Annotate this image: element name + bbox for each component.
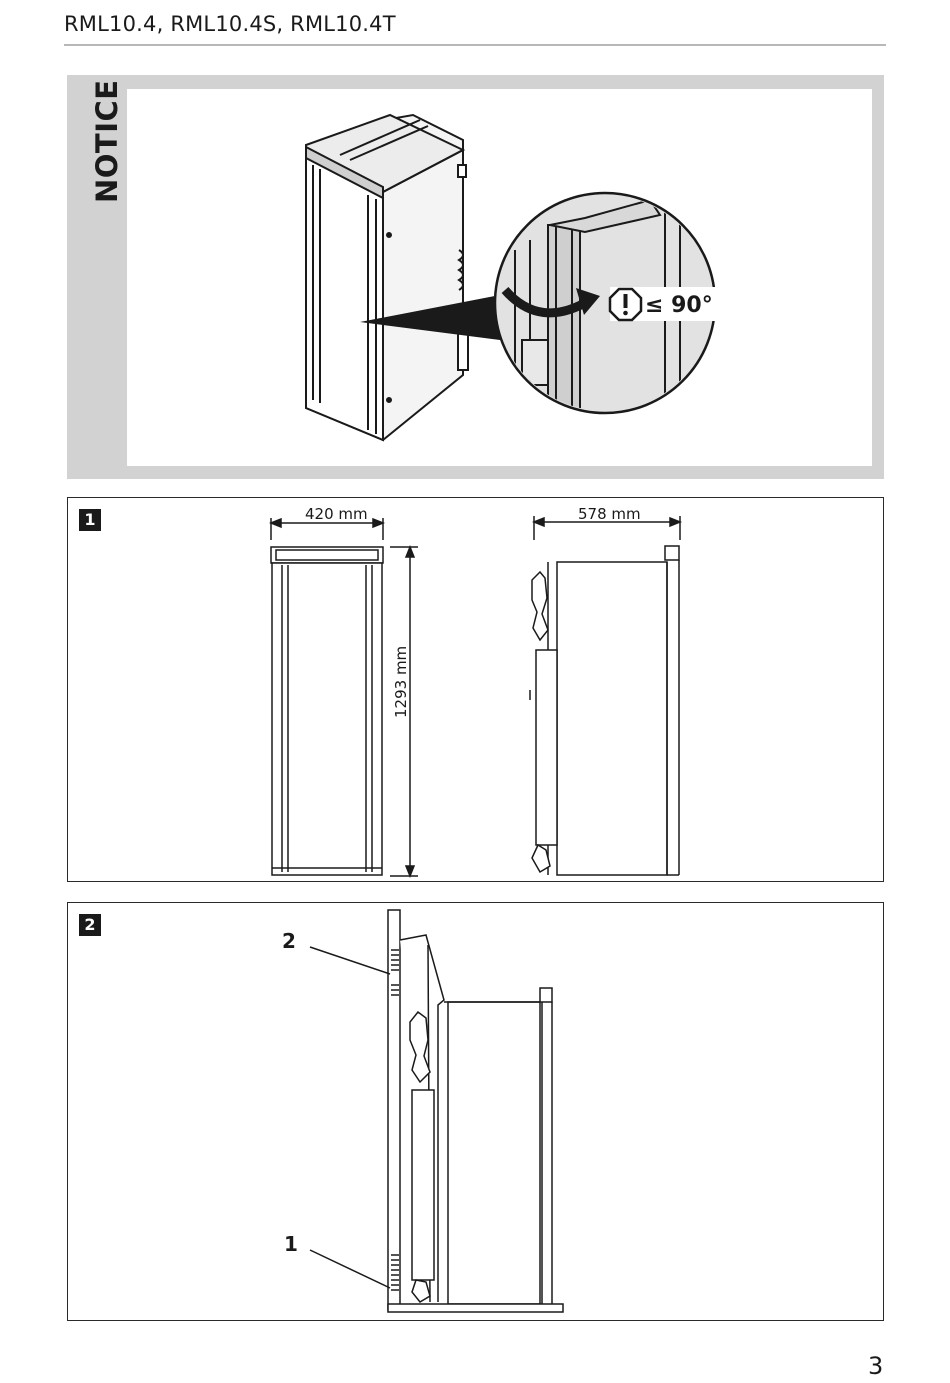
header-rule (64, 44, 886, 46)
width-label: 420 mm (305, 505, 368, 523)
fridge-side-view (529, 545, 680, 876)
door-opening-arrow (501, 286, 593, 318)
callout-2-leader (309, 946, 391, 975)
fridge-front-view (270, 546, 384, 876)
warning-exclamation-icon (608, 287, 643, 322)
height-dimension (390, 544, 418, 879)
fridge-perspective-drawing (305, 113, 469, 442)
figure-2-badge: 2 (79, 914, 101, 936)
height-label: 1293 mm (392, 646, 410, 718)
angle-label-box (610, 287, 718, 321)
lower-vent-grille (391, 1254, 399, 1291)
zoom-pointer (360, 295, 500, 340)
figure-1-badge: 1 (79, 509, 101, 531)
upper-vent-grille (391, 949, 399, 996)
width-dimension (268, 517, 386, 540)
callout-1-leader (309, 1249, 391, 1289)
document-title: RML10.4, RML10.4S, RML10.4T (64, 12, 396, 36)
callout-1-number: 1 (284, 1232, 298, 1256)
page-number: 3 (868, 1352, 884, 1380)
depth-label: 578 mm (578, 505, 641, 523)
floor-section (387, 1303, 564, 1313)
fridge-in-niche (409, 987, 553, 1305)
callout-2-number: 2 (282, 929, 296, 953)
depth-dimension (531, 516, 683, 540)
angle-limit-text: ≤ 90° (645, 293, 713, 318)
figure-1-dimensions (67, 497, 884, 882)
